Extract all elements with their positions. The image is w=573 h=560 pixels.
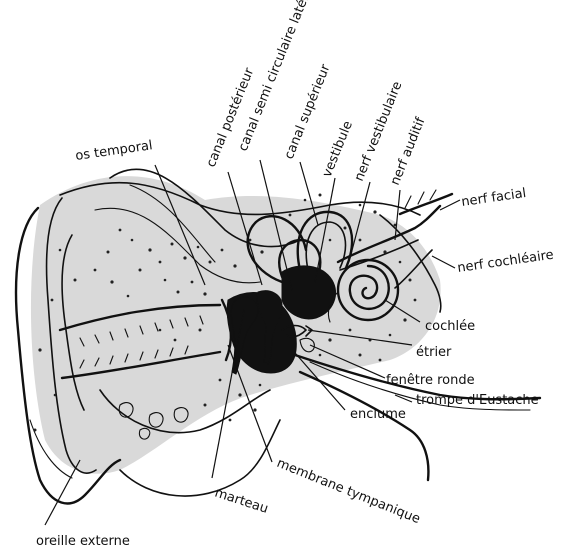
label-cochlee: cochlée [425,319,475,334]
label-trompe-d-eustache: trompe d'Eustache [416,393,539,408]
facial-nerve [400,194,452,214]
label-os-temporal: os temporal [74,138,153,164]
label-fenetre-ronde: fenêtre ronde [386,373,475,388]
leader-oreille-externe [45,460,80,525]
label-membrane-tympanique: membrane tympanique [275,456,423,527]
label-vestibule: vestibule [320,119,356,180]
label-canal-superieur: canal supérieur [282,62,334,162]
vestibule-body [282,266,335,319]
label-nerf-auditif: nerf auditif [388,115,429,187]
label-nerf-facial: nerf facial [460,186,527,210]
label-enclume: enclume [350,407,406,422]
label-oreille-externe: oreille externe [36,534,130,549]
label-nerf-cochleaire: nerf cochléaire [456,248,554,276]
ear-illustration [16,169,540,503]
label-marteau: marteau [213,486,270,517]
label-etrier: étrier [416,345,452,360]
leader-nerf-cochleaire [432,256,455,268]
leader-nerf-facial [440,200,460,210]
